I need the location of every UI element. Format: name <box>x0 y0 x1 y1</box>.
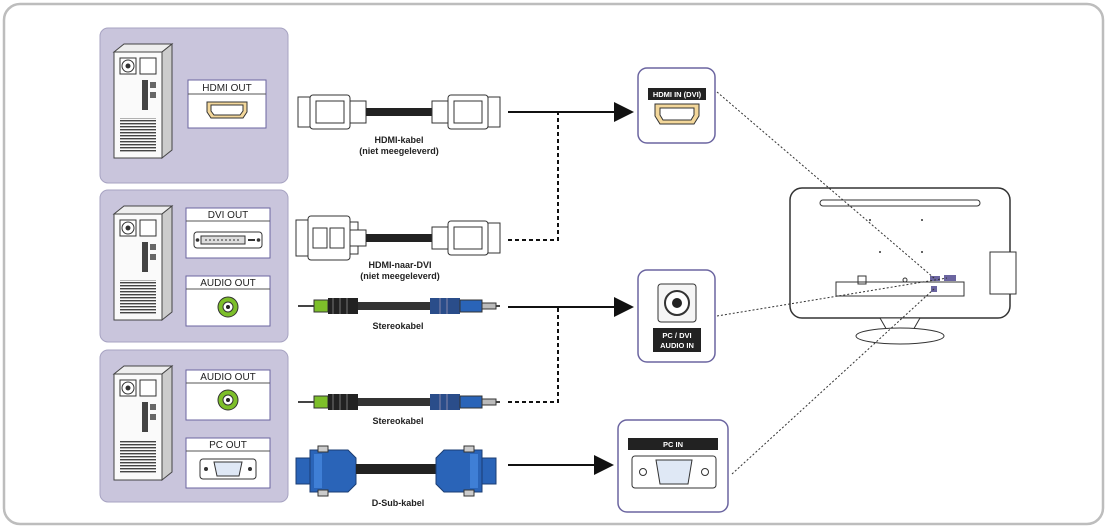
pc-tower-icon <box>112 42 174 160</box>
hdmi-cable-icon <box>297 94 501 130</box>
audio-out-jack-icon <box>217 389 239 411</box>
audio-out-jack-icon <box>217 296 239 318</box>
monitor-back-illustration <box>789 187 1017 345</box>
hdmi-dvi-cable-icon <box>295 215 501 261</box>
audio-out-label-1: AUDIO OUT <box>200 278 256 289</box>
pc-panel-vga: AUDIO OUT PC OUT <box>99 349 289 503</box>
vga-out-port-icon <box>199 458 257 480</box>
pc-tower-icon <box>112 204 174 322</box>
dvi-out-port-icon <box>193 231 263 249</box>
audio-in-label-line2: AUDIO IN <box>660 341 694 350</box>
stereo-cable-label-2: Stereokabel <box>372 416 423 426</box>
pc-panel-hdmi: HDMI OUT <box>99 27 289 184</box>
audio-in-port-box: PC / DVI AUDIO IN <box>637 269 716 363</box>
hdmi-cable-note: (niet meegeleverd) <box>359 146 439 156</box>
dsub-cable-label: D-Sub-kabel <box>372 498 425 508</box>
pc-tower-icon <box>112 364 174 482</box>
hdmi-cable-label: HDMI-kabel <box>374 135 423 145</box>
stereo-cable-label-1: Stereokabel <box>372 321 423 331</box>
hdmi-dvi-cable-label: HDMI-naar-DVI <box>368 260 431 270</box>
pc-in-label: PC IN <box>663 440 683 449</box>
hdmi-out-label: HDMI OUT <box>202 83 251 94</box>
hdmi-dvi-cable-note: (niet meegeleverd) <box>360 271 440 281</box>
stereo-cable-icon-1 <box>298 298 500 314</box>
pc-panel-dvi: DVI OUT AUDIO OUT <box>99 189 289 343</box>
dvi-out-label: DVI OUT <box>208 210 249 221</box>
connection-lines <box>508 102 634 475</box>
dsub-cable-icon <box>295 445 497 497</box>
audio-out-label-2: AUDIO OUT <box>200 372 256 383</box>
pc-in-port-box: PC IN <box>617 419 729 513</box>
pc-out-label: PC OUT <box>209 440 247 451</box>
hdmi-in-port-box: HDMI IN (DVI) <box>637 67 716 144</box>
leader-lines <box>716 91 948 475</box>
hdmi-in-label: HDMI IN (DVI) <box>653 90 702 99</box>
hdmi-out-port-icon <box>206 101 248 119</box>
stereo-cable-icon-2 <box>298 394 500 410</box>
audio-in-label-line1: PC / DVI <box>662 331 691 340</box>
